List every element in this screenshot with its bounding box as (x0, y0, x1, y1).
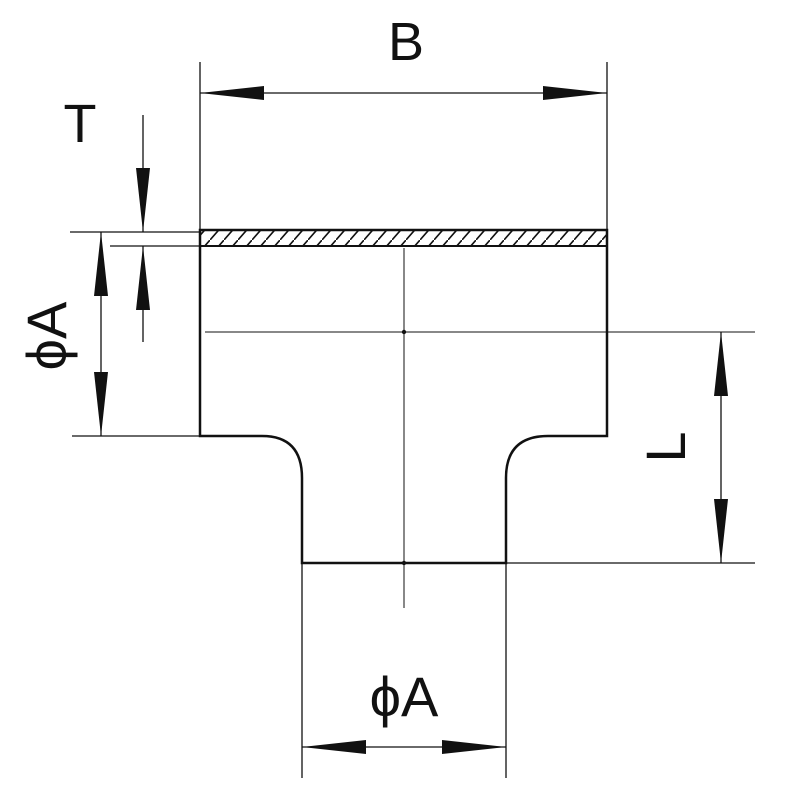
dimension-phi-a-bottom: ϕA (301, 563, 507, 778)
label-phi-a-left: ϕA (15, 301, 78, 370)
label-l: L (634, 431, 697, 462)
arrowhead (136, 246, 150, 310)
bottom-center-dot (401, 560, 407, 566)
dimension-phi-a-left: ϕA (15, 232, 200, 437)
arrowhead (442, 740, 506, 754)
center-dot (401, 329, 407, 335)
label-t: T (64, 94, 97, 154)
arrowhead (714, 499, 728, 563)
arrowhead (94, 372, 108, 436)
dimension-l: L (506, 332, 755, 564)
arrowhead (136, 168, 150, 232)
dimension-t: T (64, 94, 200, 342)
label-b: B (388, 12, 424, 72)
arrowhead (302, 740, 366, 754)
label-phi-a-bottom: ϕA (370, 665, 439, 728)
arrowhead (200, 86, 264, 100)
arrowhead (543, 86, 607, 100)
arrowhead (714, 332, 728, 396)
dimension-b: B (199, 12, 608, 230)
wall-hatch (199, 229, 608, 247)
arrowhead (94, 232, 108, 296)
